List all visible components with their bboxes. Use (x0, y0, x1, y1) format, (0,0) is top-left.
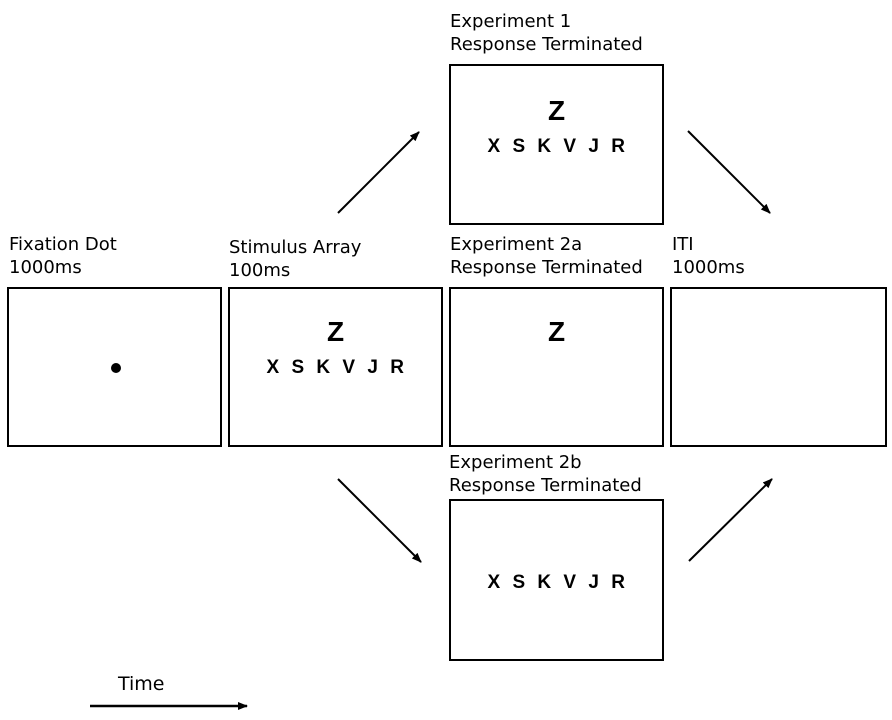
arrow-stimulus-to-exp1 (337, 131, 420, 214)
exp1-letter-array: X S K V J R (487, 136, 626, 157)
fixation-label-line2: 1000ms (9, 257, 82, 278)
stimulus-label: Stimulus Array 100ms (229, 236, 361, 282)
exp2b-letter-array: X S K V J R (487, 572, 626, 593)
iti-panel (670, 287, 887, 447)
exp2a-label-line2: Response Terminated (450, 257, 643, 278)
exp1-label-line2: Response Terminated (450, 34, 643, 55)
exp1-label: Experiment 1 Response Terminated (450, 10, 643, 56)
exp2a-target-letter: Z (547, 316, 566, 347)
fixation-panel (7, 287, 222, 447)
iti-label-line1: ITI (672, 234, 694, 255)
exp2a-panel: Z (449, 287, 664, 447)
fixation-dot (111, 363, 121, 373)
exp2b-label: Experiment 2b Response Terminated (449, 451, 642, 497)
arrow-exp2b-to-iti (688, 478, 773, 562)
stimulus-label-line2: 100ms (229, 260, 291, 281)
exp1-label-line1: Experiment 1 (450, 11, 572, 32)
exp2b-label-line2: Response Terminated (449, 475, 642, 496)
stimulus-target-letter: Z (326, 316, 345, 347)
exp2a-label-line1: Experiment 2a (450, 234, 583, 255)
stimulus-letter-array: X S K V J R (266, 357, 405, 378)
stimulus-label-line1: Stimulus Array (229, 237, 362, 258)
arrow-exp1-to-iti (687, 130, 771, 214)
iti-label: ITI 1000ms (672, 233, 745, 279)
iti-label-line2: 1000ms (672, 257, 745, 278)
exp2b-panel: X S K V J R (449, 499, 664, 661)
exp2a-label: Experiment 2a Response Terminated (450, 233, 643, 279)
time-label: Time (118, 673, 165, 695)
fixation-label-line1: Fixation Dot (9, 234, 117, 255)
exp2b-label-line1: Experiment 2b (449, 452, 582, 473)
fixation-label: Fixation Dot 1000ms (9, 233, 117, 279)
exp1-panel: Z X S K V J R (449, 64, 664, 225)
exp1-target-letter: Z (547, 95, 566, 126)
arrow-stimulus-to-exp2b (337, 478, 422, 563)
stimulus-panel: Z X S K V J R (228, 287, 443, 447)
